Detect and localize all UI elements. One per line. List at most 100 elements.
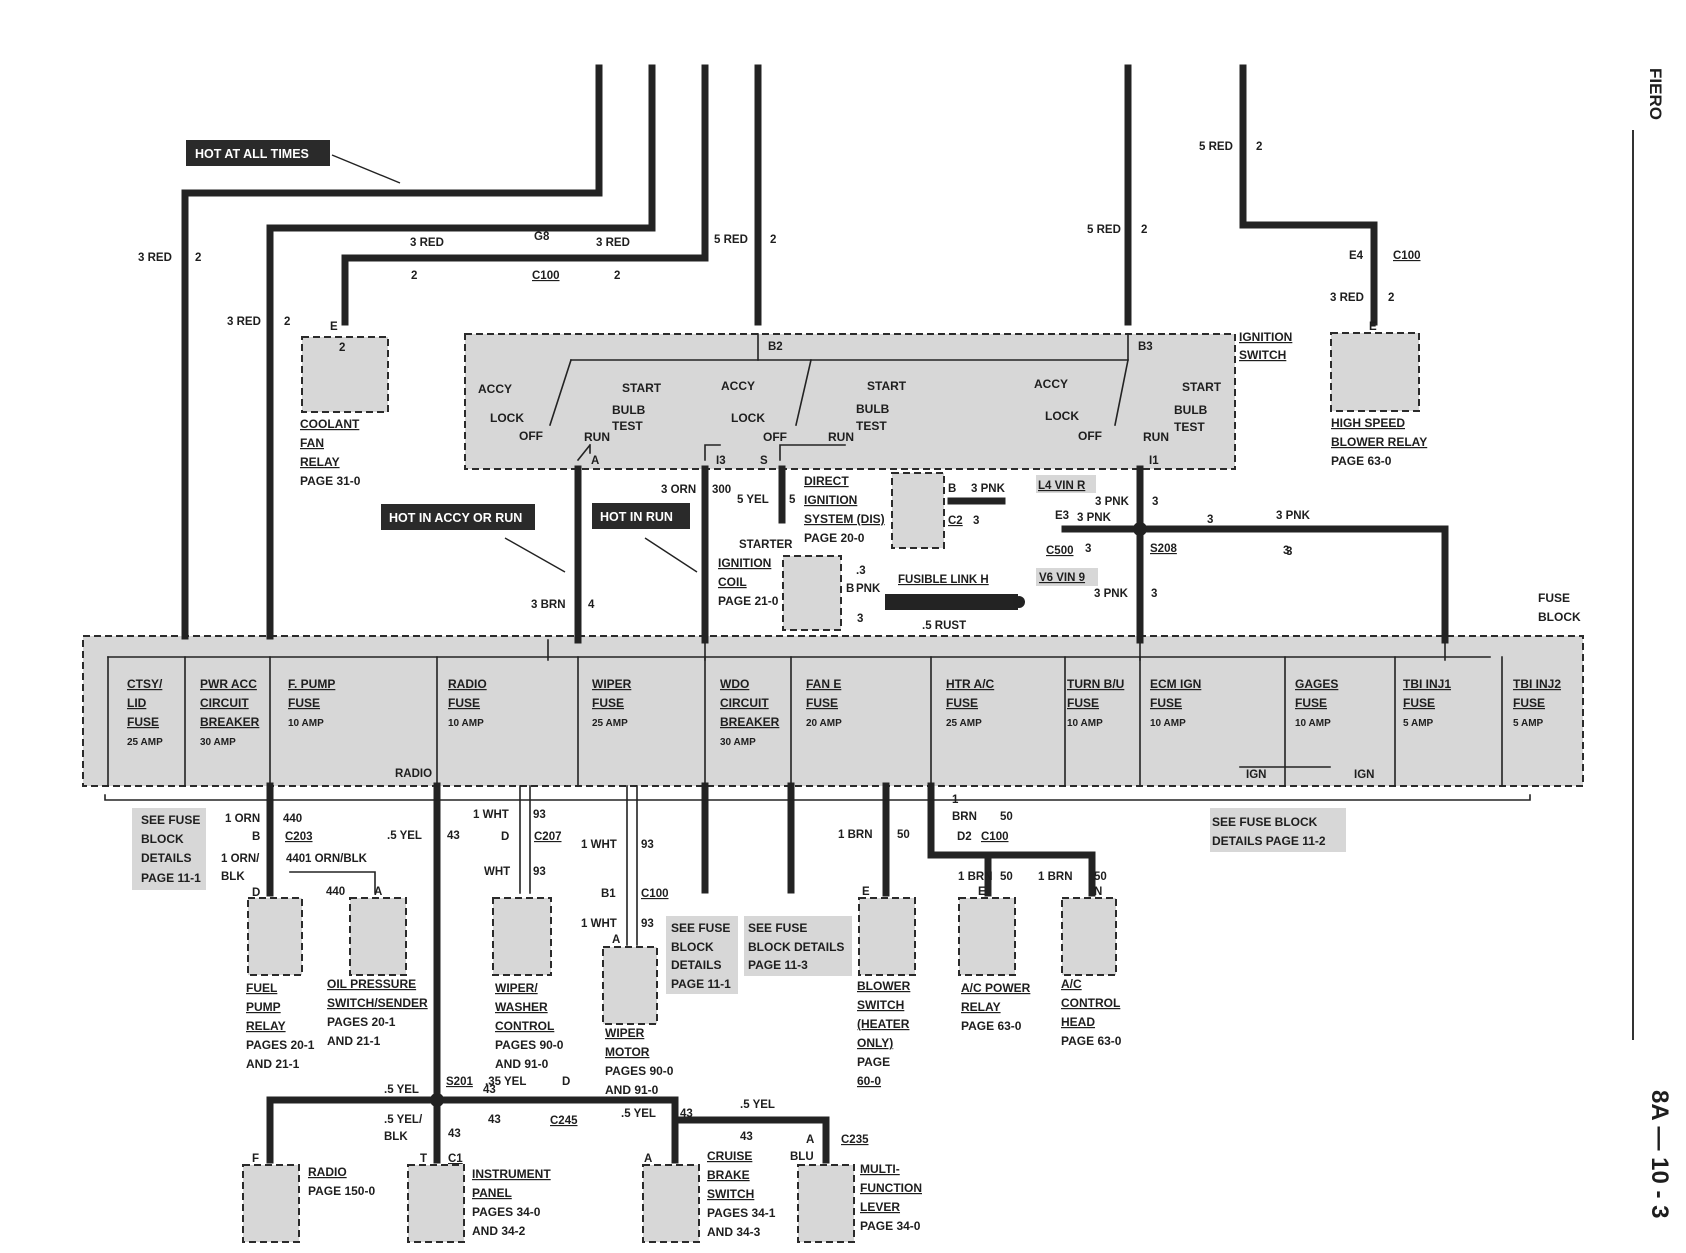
wire-label: 3 PNK — [1276, 510, 1311, 522]
component-label: FAN — [300, 436, 324, 450]
component-label: HEAD — [1061, 1015, 1095, 1029]
component-label: RELAY — [246, 1019, 286, 1033]
component-label: WIPER — [605, 1026, 645, 1040]
wire-label: .5 YEL — [384, 1084, 419, 1096]
component-label: PAGE 20-0 — [804, 531, 865, 545]
oil-pressure-box — [349, 897, 407, 976]
svg-text:BULB: BULB — [1174, 403, 1208, 417]
component-label: PAGE 63-0 — [1331, 454, 1392, 468]
wire-label: 2 — [339, 342, 345, 354]
tag-hot-at-all-times: HOT AT ALL TIMES — [186, 140, 330, 166]
component-label: PAGE 31-0 — [300, 474, 361, 488]
wire-label: 2 — [1256, 141, 1262, 153]
wire-label: I1 — [1149, 455, 1159, 467]
wire-label: 50 — [1000, 811, 1013, 823]
component-label: CRUISE — [707, 1149, 752, 1163]
wire-label: A — [806, 1134, 814, 1146]
component-label: RELAY — [300, 455, 340, 469]
blower-switch-box — [858, 897, 916, 976]
wire-label: .35 YEL — [485, 1076, 526, 1088]
component-label: CONTROL — [495, 1019, 554, 1033]
wire-label: S208 — [1150, 543, 1177, 555]
switch-positions: ACCY LOCK OFF START BULB TEST RUN ACCY L… — [478, 377, 1222, 444]
wire-label: D2 — [957, 831, 972, 843]
wire-label: 2 — [411, 270, 417, 282]
fuse-label: FUSE — [592, 696, 624, 710]
svg-text:ACCY: ACCY — [1034, 377, 1068, 391]
component-label: AND 34-3 — [707, 1225, 761, 1239]
wire-label: 43 — [680, 1108, 693, 1120]
fuse-label: CIRCUIT — [200, 696, 249, 710]
wire-label: .5 YEL — [740, 1099, 775, 1111]
fuse-label: CTSY/ — [127, 677, 163, 691]
fuse-label: CIRCUIT — [720, 696, 769, 710]
wire-label: F — [252, 1153, 259, 1165]
wire-label: 3 RED — [410, 237, 444, 249]
svg-text:SWITCH: SWITCH — [1239, 348, 1286, 362]
wire-label: 50 — [1000, 871, 1013, 883]
fuse-block — [82, 635, 1584, 787]
fuse-label: FUSE — [1067, 696, 1099, 710]
component-label: FUEL — [246, 981, 277, 995]
wire-label: 5 YEL — [737, 494, 769, 506]
component-label: PAGE 150-0 — [308, 1184, 375, 1198]
wire-label: 1 WHT — [581, 918, 617, 930]
svg-text:OFF: OFF — [1078, 429, 1102, 443]
wire-label: 1 WHT — [473, 809, 509, 821]
svg-text:PAGE 11-3: PAGE 11-3 — [748, 958, 808, 972]
svg-text:BLOCK: BLOCK — [1538, 610, 1581, 624]
svg-text:LOCK: LOCK — [1045, 409, 1079, 423]
wire-label: C500 — [1046, 545, 1074, 557]
fuse-label: HTR A/C — [946, 677, 995, 691]
wire-label: A — [374, 886, 382, 898]
wire-label: 43 — [488, 1114, 501, 1126]
wire-label: 3 PNK — [1095, 496, 1130, 508]
component-label: PAGES 34-0 — [472, 1205, 541, 1219]
tag-hot-in-run: HOT IN RUN — [592, 503, 690, 529]
wire-label: D — [501, 831, 509, 843]
component-label: PAGES 90-0 — [495, 1038, 564, 1052]
component-label: FUNCTION — [860, 1181, 922, 1195]
svg-text:IGNITION: IGNITION — [1239, 330, 1292, 344]
wire-label: 3 — [1207, 514, 1213, 526]
wires-thick — [181, 64, 1449, 1164]
fuse-label: BREAKER — [720, 715, 780, 729]
wire-label: STARTER — [739, 539, 793, 551]
fuse-label: 20 AMP — [806, 718, 842, 729]
wire-label: 3 RED — [1330, 292, 1364, 304]
coolant-fan-relay-box — [301, 336, 389, 413]
fuse-label: GAGES — [1295, 677, 1338, 691]
wire-label: 1 ORN/BLK — [305, 853, 368, 865]
svg-text:ACCY: ACCY — [478, 382, 512, 396]
cruise-brake-box — [642, 1164, 700, 1243]
component-label: PAGE — [857, 1055, 890, 1069]
component-label: A/C POWER — [961, 981, 1031, 995]
wire-label: 4 — [588, 599, 595, 611]
wire-label: 3 ORN — [661, 484, 696, 496]
wire-label: 440 — [286, 853, 305, 865]
fuse-label: F. PUMP — [288, 677, 335, 691]
fuse-label: 30 AMP — [200, 737, 236, 748]
svg-text:RUN: RUN — [1143, 430, 1169, 444]
wire-label: 3 — [973, 515, 979, 527]
svg-text:START: START — [1182, 380, 1222, 394]
component-label: BRAKE — [707, 1168, 750, 1182]
wire-label: C2 — [948, 515, 963, 527]
wire-label: I3 — [716, 455, 726, 467]
wire-label: 5 RED — [1199, 141, 1233, 153]
fuse-label: 30 AMP — [720, 737, 756, 748]
wire-label: BRN — [952, 811, 977, 823]
component-label: WIPER/ — [495, 981, 538, 995]
component-label: PAGE 63-0 — [1061, 1034, 1122, 1048]
wire-label: 5 RED — [714, 234, 748, 246]
wire-label: 93 — [641, 839, 654, 851]
component-label: DIRECT — [804, 474, 849, 488]
wire-label: E — [330, 321, 338, 333]
component-label: PAGES 20-1 — [327, 1015, 396, 1029]
svg-text:OFF: OFF — [763, 430, 787, 444]
wire-label: E — [862, 886, 870, 898]
wire-label: 1 BRN — [1038, 871, 1073, 883]
wire-label: N — [1094, 886, 1102, 898]
fuse-label: TURN B/U — [1067, 677, 1124, 691]
wire-label: FUSIBLE LINK H — [898, 574, 989, 586]
